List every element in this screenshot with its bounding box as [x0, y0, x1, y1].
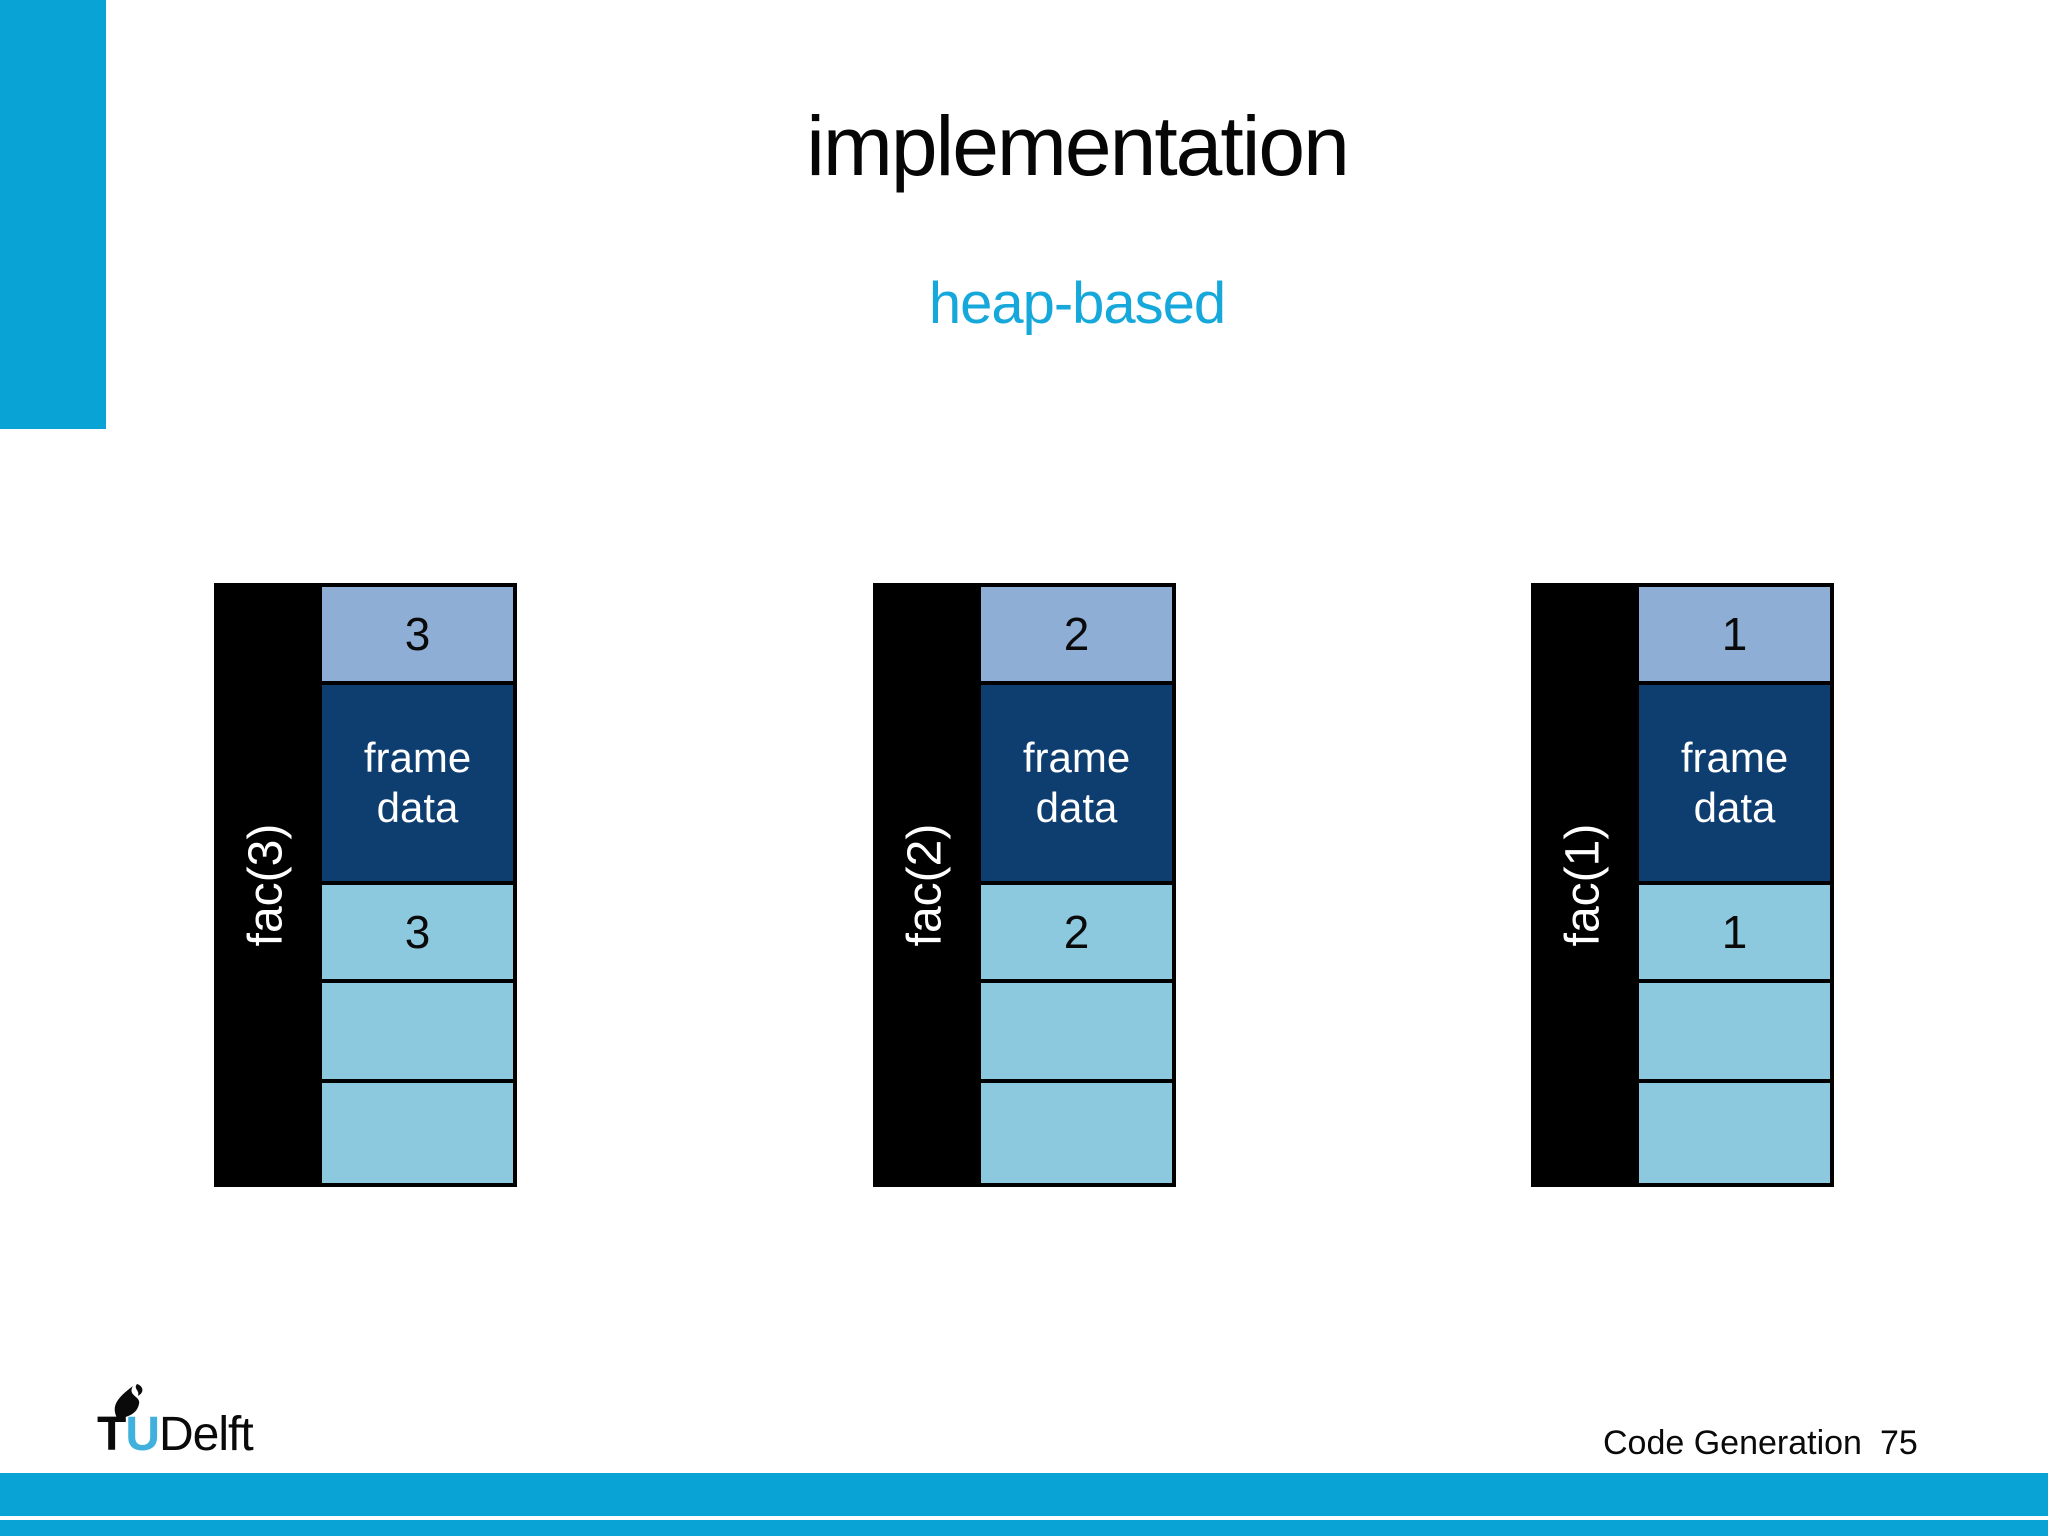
- frame-label: fac(1): [1556, 823, 1610, 947]
- tu-delft-logo-text: TUDelft: [97, 1407, 254, 1462]
- frame-label: fac(3): [239, 823, 293, 947]
- cell-empty: [981, 983, 1172, 1083]
- cell-empty: [1639, 983, 1830, 1083]
- cell-argument: 1: [1639, 587, 1830, 685]
- cell-empty: [322, 983, 513, 1083]
- cell-empty: [1639, 1083, 1830, 1183]
- cell-empty: [322, 1083, 513, 1183]
- cell-frame-data: frame data: [322, 685, 513, 885]
- heap-frame-fac2: fac(2) 2 frame data 2: [873, 583, 1176, 1187]
- cell-argument: 2: [981, 587, 1172, 685]
- footer-bottom-band: [0, 1520, 2048, 1536]
- frame-cells: 1 frame data 1: [1635, 583, 1834, 1187]
- cell-frame-data: frame data: [981, 685, 1172, 885]
- cell-argument: 3: [322, 587, 513, 685]
- frame-cells: 2 frame data 2: [977, 583, 1176, 1187]
- frame-label: fac(2): [898, 823, 952, 947]
- frame-label-bar: fac(2): [873, 583, 977, 1187]
- logo-letter-u: U: [125, 1408, 160, 1461]
- tu-delft-logo: TUDelft: [97, 1384, 267, 1462]
- frame-cells: 3 frame data 3: [318, 583, 517, 1187]
- cell-frame-data: frame data: [1639, 685, 1830, 885]
- cell-local-value: 1: [1639, 885, 1830, 983]
- heap-frame-fac1: fac(1) 1 frame data 1: [1531, 583, 1834, 1187]
- cell-local-value: 3: [322, 885, 513, 983]
- frame-label-bar: fac(1): [1531, 583, 1635, 1187]
- cell-local-value: 2: [981, 885, 1172, 983]
- footer-cyan-band: [0, 1473, 2048, 1516]
- slide-title: implementation: [806, 99, 1350, 193]
- slide-subtitle: heap-based: [928, 271, 1226, 336]
- footer-page-number: 75: [1880, 1424, 1918, 1462]
- footer-course-label: Code Generation: [1603, 1424, 1862, 1462]
- logo-word-delft: Delft: [159, 1408, 254, 1461]
- accent-sidebar: [0, 0, 106, 429]
- tu-delft-flame-icon: [114, 1384, 143, 1418]
- frame-label-bar: fac(3): [214, 583, 318, 1187]
- heap-frame-fac3: fac(3) 3 frame data 3: [214, 583, 517, 1187]
- logo-letter-t: T: [97, 1408, 126, 1461]
- cell-empty: [981, 1083, 1172, 1183]
